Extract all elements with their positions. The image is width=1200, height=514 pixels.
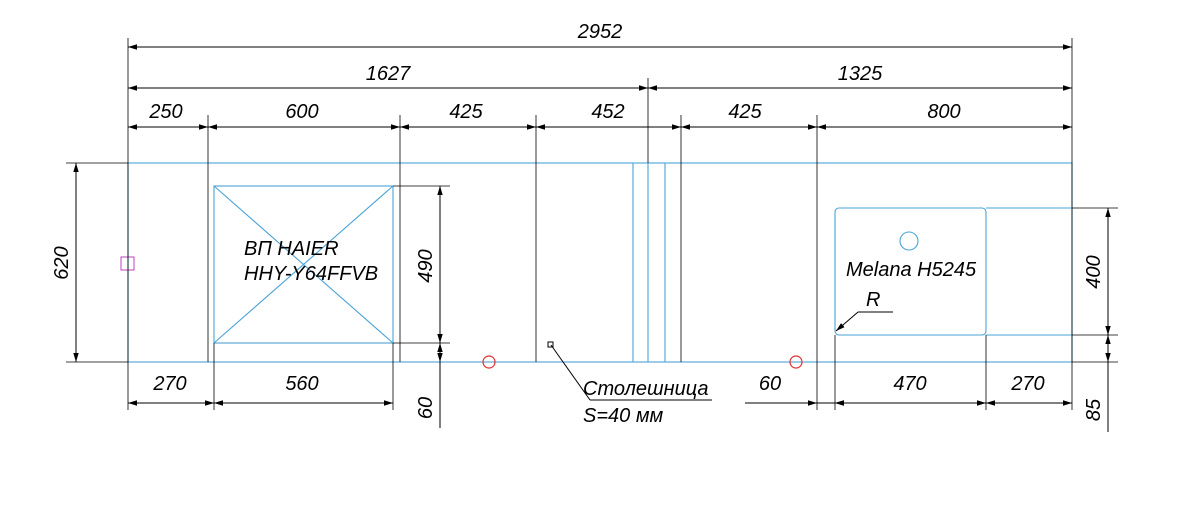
dim-segments: 250 600 425 452 425 800 (128, 101, 1072, 130)
sink-radius-leader (835, 311, 893, 332)
dim-bottom: 270 560 60 470 270 (128, 373, 1072, 406)
dim-425b-label: 425 (728, 101, 762, 123)
dim-800-label: 800 (927, 101, 960, 123)
dim-85: 85 (1083, 335, 1111, 432)
dim-total: 2952 (128, 21, 1072, 50)
dim-60-sink-label: 60 (759, 373, 781, 395)
marker-circle-right (789, 355, 803, 369)
dim-60-hob-label: 60 (415, 397, 437, 419)
sink-label: Melana H5245 (846, 259, 977, 281)
dim-470-label: 470 (893, 373, 926, 395)
dim-452-label: 452 (591, 101, 624, 123)
dim-620-label: 620 (51, 246, 73, 279)
hob-label-line1: ВП HAIER (244, 238, 339, 260)
dim-490-label: 490 (415, 249, 437, 282)
dim-560-label: 560 (285, 373, 318, 395)
countertop-label-line2: S=40 мм (583, 405, 664, 427)
dim-250-label: 250 (148, 101, 182, 123)
dim-right-section-label: 1325 (838, 63, 883, 85)
countertop-label-line1: Столешница (583, 378, 708, 400)
corner-square-marker (120, 256, 135, 271)
dim-hob-depth: 490 (415, 186, 443, 343)
countertop-leader (550, 344, 712, 401)
dim-85-label: 85 (1083, 398, 1105, 421)
leader-point-marker (547, 341, 554, 348)
sink-cutout (834, 207, 1072, 336)
dim-270-right-label: 270 (1010, 373, 1044, 395)
dim-60-hob: 60 (415, 343, 443, 428)
dim-depth: 620 (51, 163, 79, 362)
dim-600-label: 600 (285, 101, 318, 123)
dim-left-section: 1627 (128, 63, 648, 91)
dim-left-section-label: 1627 (366, 63, 411, 85)
dim-right-section: 1325 (648, 63, 1072, 91)
hob-label-line2: HHY-Y64FFVB (244, 263, 378, 285)
sink-radius-label: R (866, 289, 880, 311)
marker-circle-left (482, 355, 496, 369)
dim-270-left-label: 270 (152, 373, 186, 395)
dim-425a-label: 425 (449, 101, 483, 123)
extension-lines (66, 38, 1118, 410)
dim-total-label: 2952 (577, 21, 623, 43)
dim-400-label: 400 (1083, 255, 1105, 288)
dim-sink-depth: 400 (1083, 208, 1111, 335)
hob-cutout (213, 185, 394, 344)
